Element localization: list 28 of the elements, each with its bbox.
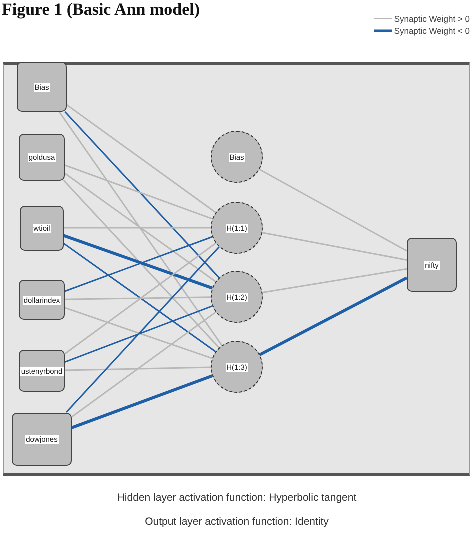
connection-line (259, 168, 408, 252)
legend-text: Synaptic Weight < 0 (394, 26, 470, 36)
connection-line (63, 180, 220, 348)
neuron-box (19, 350, 65, 392)
activation-note: Hidden layer activation function: Hyperbolic tangent (117, 492, 357, 504)
connection-line (64, 366, 212, 372)
figure-title: Figure 1 (Basic Ann model) (2, 0, 200, 20)
neuron-box (17, 62, 67, 112)
connection-line (72, 312, 216, 418)
connection-line (58, 112, 223, 346)
connection-line (71, 374, 214, 430)
connection-line (259, 276, 408, 356)
connection-line (64, 111, 220, 278)
connection-line (64, 296, 212, 300)
connection-line (262, 268, 408, 294)
connection-line (64, 164, 213, 220)
connection-line (64, 227, 211, 229)
connection-line (262, 232, 408, 261)
neuron-box (407, 238, 457, 292)
neuron-box (19, 280, 65, 320)
neuron-box (19, 134, 65, 180)
connection-line (66, 104, 216, 214)
neuron-box (20, 206, 64, 250)
legend-text: Synaptic Weight > 0 (394, 14, 470, 24)
connection-line (64, 172, 216, 282)
activation-note: Output layer activation function: Identity (145, 516, 329, 528)
connection-line (66, 246, 220, 413)
neuron-box (12, 412, 72, 466)
